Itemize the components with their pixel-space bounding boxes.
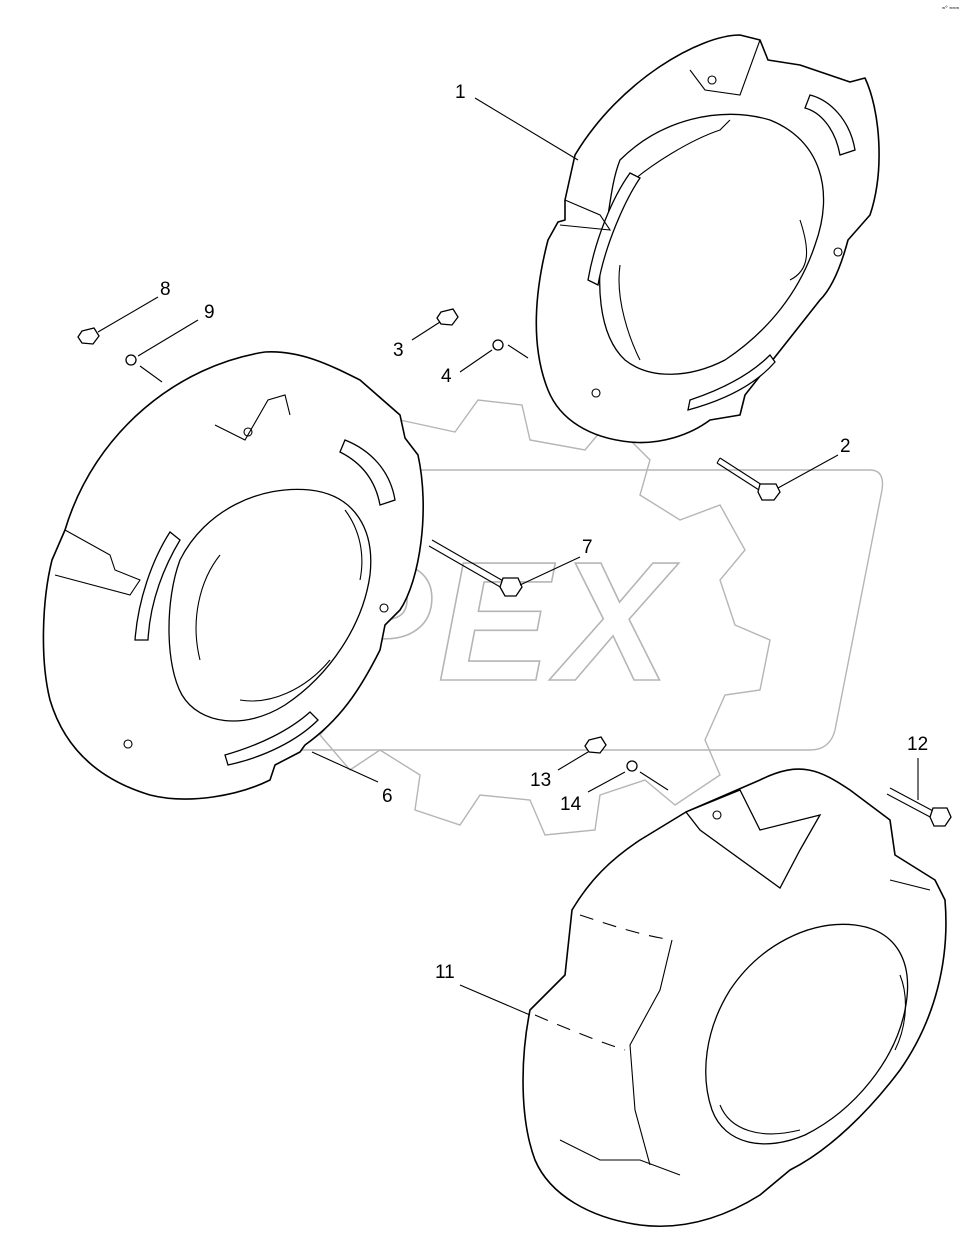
leader-1	[474, 97, 579, 161]
callout-8: 8	[160, 279, 171, 300]
hardware	[77, 308, 952, 827]
callout-1: 1	[455, 82, 466, 103]
part-6-bolt-hole-bottom	[123, 739, 133, 749]
leader-9	[137, 319, 199, 383]
part-6-slot-right	[339, 439, 396, 506]
part-1-bolt-hole-top	[707, 75, 717, 85]
part-1-slot-left	[587, 172, 641, 286]
part-11-dashed-seam-left	[579, 914, 673, 941]
part-6-bolt-hole-right	[379, 603, 389, 613]
part-1-bolt-hole-right	[833, 247, 843, 257]
part-11-dashed-seam-bottom	[534, 1014, 626, 1051]
washer-part-4	[492, 339, 504, 351]
wheel-weight-part-1	[535, 34, 880, 444]
leader-6	[311, 751, 379, 783]
callout-labels: 1 2 3 4 6 7 8 9 11 12 13 14	[160, 82, 928, 983]
part-1-bolt-hole-bottom	[591, 388, 601, 398]
leader-13	[557, 751, 589, 771]
part-11-top-lug	[684, 789, 822, 889]
part-6-bore	[168, 488, 372, 722]
leader-4	[459, 344, 529, 373]
washer-part-9	[125, 354, 137, 366]
callout-12: 12	[907, 734, 928, 755]
callout-14: 14	[560, 794, 582, 815]
part-6-bolt-hole-top	[243, 427, 253, 437]
part-11-bolt-hole	[712, 810, 722, 820]
leader-lines	[97, 97, 919, 1016]
leader-3	[411, 321, 441, 341]
part-6-slot-left	[134, 531, 181, 641]
part-1-step	[559, 39, 761, 231]
part-6-step	[54, 394, 291, 596]
part-1-slot-top	[804, 94, 856, 156]
nut-part-3	[436, 308, 459, 326]
nut-part-13	[584, 736, 607, 754]
leader-11	[459, 984, 531, 1016]
callout-6: 6	[382, 786, 393, 807]
callout-4: 4	[441, 366, 452, 387]
bolt-part-12	[886, 787, 952, 827]
part-11-lobe-edges	[559, 879, 931, 1176]
callout-11: 11	[435, 962, 455, 983]
part-6-bore-rim	[195, 509, 363, 702]
callout-3: 3	[393, 340, 404, 361]
washer-part-14	[626, 760, 638, 772]
leader-8	[97, 296, 159, 333]
bolt-part-2	[716, 457, 781, 501]
corner-mark: ≈° ≈≈≈	[942, 6, 960, 12]
part-11-bore-rim	[719, 974, 906, 1135]
wheel-weight-part-6	[42, 351, 424, 800]
part-11-bore	[705, 923, 909, 1145]
wheel-weight-part-11	[522, 768, 947, 1228]
part-6-slot-bottom	[224, 711, 319, 766]
nut-part-8	[77, 327, 100, 345]
leader-2	[777, 454, 839, 489]
callout-13: 13	[530, 770, 551, 791]
callout-2: 2	[840, 436, 851, 457]
callout-9: 9	[204, 302, 215, 323]
leader-7	[519, 556, 581, 586]
part-1-slot-bottom	[687, 353, 776, 411]
leader-14	[587, 771, 669, 793]
callout-7: 7	[582, 537, 593, 558]
bolt-part-7	[428, 539, 523, 597]
